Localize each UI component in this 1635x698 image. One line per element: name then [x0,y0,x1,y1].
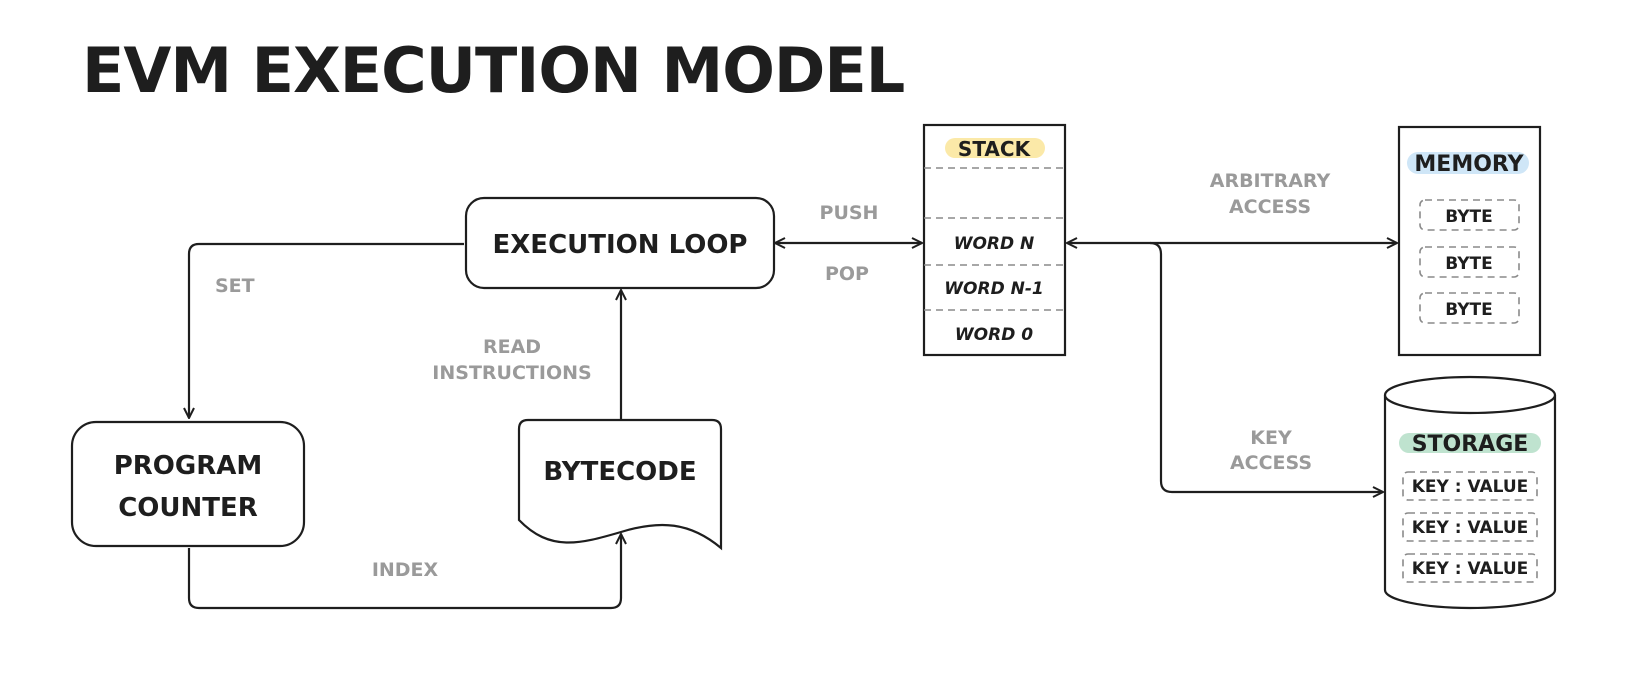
stack-slot-word-n-1: WORD N-1 [944,279,1043,299]
edge-label-access-memory: ACCESS [1229,196,1311,218]
memory-title: MEMORY [1414,152,1524,177]
edge-label-index: INDEX [372,559,439,581]
program-counter-node: PROGRAM COUNTER [70,420,306,548]
storage-entry-2: KEY : VALUE [1412,518,1529,538]
storage-entry-3: KEY : VALUE [1412,559,1529,579]
edge-label-instructions: INSTRUCTIONS [432,362,591,384]
page-title: EVM EXECUTION MODEL [82,34,904,107]
edge-label-set: SET [215,275,255,297]
memory-title-highlight [1407,152,1529,174]
memory-byte-3: BYTE [1445,300,1493,320]
edge-label-pop: POP [825,263,869,285]
bytecode-node: BYTECODE [517,418,723,551]
memory-node: MEMORY BYTE BYTE BYTE [1397,125,1542,357]
stack-title-highlight [945,138,1045,158]
edge-label-access-storage: ACCESS [1230,452,1312,474]
edge-index [187,534,621,610]
memory-byte-2: BYTE [1445,254,1493,274]
edge-label-arbitrary: ARBITRARY [1210,170,1331,192]
program-counter-label-line1: PROGRAM [114,451,263,481]
program-counter-label-line2: COUNTER [118,493,258,523]
bytecode-label: BYTECODE [543,457,696,487]
edge-set [189,242,464,418]
storage-title: STORAGE [1412,432,1529,457]
stack-slot-word-n: WORD N [954,234,1035,254]
storage-node: STORAGE KEY : VALUE KEY : VALUE KEY : VA… [1383,375,1557,610]
stack-title: STACK [958,137,1032,161]
stack-slot-word-0: WORD 0 [955,325,1033,345]
edge-label-push: PUSH [820,202,879,224]
edge-label-key: KEY [1250,427,1292,449]
memory-byte-1: BYTE [1445,207,1493,227]
execution-loop-label: EXECUTION LOOP [493,230,748,260]
edge-key-access [1149,241,1383,492]
storage-title-highlight [1399,433,1541,453]
edge-label-read: READ [483,336,541,358]
storage-entry-1: KEY : VALUE [1412,477,1529,497]
execution-loop-node: EXECUTION LOOP [464,196,776,290]
stack-node: STACK WORD N WORD N-1 WORD 0 [922,123,1067,357]
